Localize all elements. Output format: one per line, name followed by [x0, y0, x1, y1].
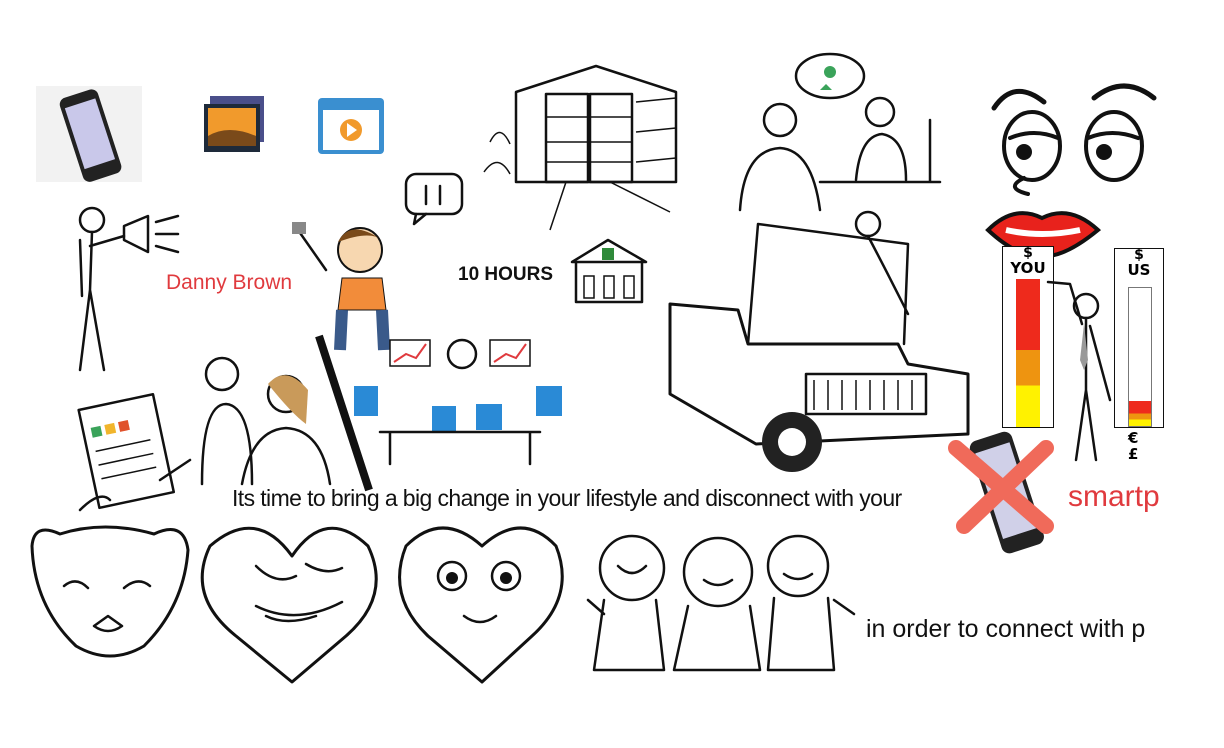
video-player-icon	[318, 98, 384, 154]
meeting-illustration	[730, 50, 950, 220]
us-meter-symbol: $	[1134, 247, 1144, 263]
speech-bubble-icon	[404, 172, 466, 226]
name-caption: Danny Brown	[166, 271, 293, 294]
crossed-smartphone-icon	[948, 430, 1060, 556]
smirking-heart-illustration	[196, 516, 386, 686]
us-meter-fill	[1129, 401, 1151, 426]
office-team-illustration	[340, 336, 570, 468]
smiling-heart-illustration	[392, 516, 572, 686]
eyes-illustration	[984, 78, 1174, 198]
pickup-truck-illustration	[668, 210, 972, 474]
hours-caption: 10 HOURS	[458, 264, 554, 285]
bank-building-icon	[568, 236, 650, 306]
smartphone-caption: smartp	[1068, 480, 1160, 513]
businessman-illustration	[1030, 280, 1120, 470]
you-money-meter: $ YOU	[1002, 245, 1054, 428]
you-meter-fill	[1016, 279, 1040, 427]
megaphone-woman-illustration	[60, 200, 180, 376]
caption-line-2: in order to connect with p	[866, 615, 1146, 643]
us-money-meter: $ US	[1114, 247, 1164, 428]
smartphone-icon	[36, 86, 142, 182]
happy-kids-illustration	[584, 520, 864, 690]
photos-icon	[200, 96, 266, 156]
you-meter-symbol: $	[1023, 245, 1033, 261]
you-meter-label: YOU	[1010, 259, 1046, 277]
danny-selfie-illustration	[290, 210, 410, 356]
currency-symbols: € £	[1128, 429, 1139, 463]
survey-clipboard-illustration	[70, 380, 210, 520]
caption-line-1: Its time to bring a big change in your l…	[232, 485, 902, 511]
us-meter-label: US	[1127, 261, 1151, 279]
phone-call-couple-illustration	[182, 344, 362, 486]
garage-illustration	[480, 62, 710, 232]
us-meter-tube	[1128, 287, 1152, 427]
cougar-illustration	[24, 516, 194, 666]
